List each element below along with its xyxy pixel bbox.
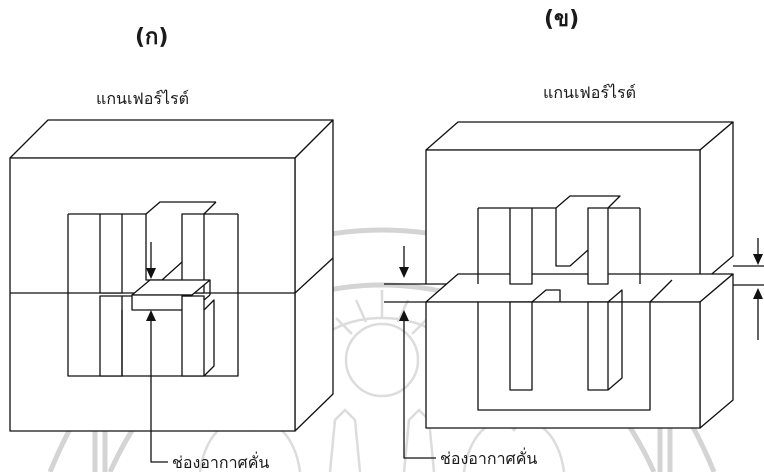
- core-b-lower-right: [699, 273, 734, 429]
- core-b-upper-front: [425, 149, 701, 285]
- panel-b-gap-label: ช่องอากาศคั่น: [440, 447, 537, 468]
- panel-b: (ข) แกนเฟอร์ไรต์: [384, 7, 764, 468]
- panel-b-core-label: แกนเฟอร์ไรต์: [543, 83, 636, 102]
- ferrite-core-b: [384, 121, 764, 459]
- panel-b-label: (ข): [544, 7, 579, 32]
- gap-arrows-b-left: [384, 246, 426, 330]
- panel-a-gap-label: ช่องอากาศคั่น: [172, 451, 269, 472]
- panel-a-core-label: แกนเฟอร์ไรต์: [96, 89, 189, 108]
- core-a-right-leg: [181, 213, 205, 294]
- core-b-upper-top: [425, 121, 734, 151]
- core-b-lower-front: [425, 301, 701, 429]
- core-b-lower-top: [425, 273, 734, 303]
- core-b-window: [477, 207, 641, 284]
- core-a-top-face: [9, 119, 334, 159]
- ferrite-core-a: [9, 119, 334, 463]
- gap-arrows-b-right: [733, 238, 764, 340]
- gap-leader-a: [150, 330, 168, 463]
- core-b-upper-right: [699, 121, 734, 285]
- panel-a: (ก) แกนเฟอร์ไรต์: [9, 25, 334, 472]
- core-a-window: [67, 214, 239, 377]
- panel-a-label: (ก): [135, 25, 168, 50]
- gap-arrows-a: [146, 242, 156, 330]
- core-a-left-leg: [99, 213, 123, 294]
- gap-leader-b: [403, 330, 436, 459]
